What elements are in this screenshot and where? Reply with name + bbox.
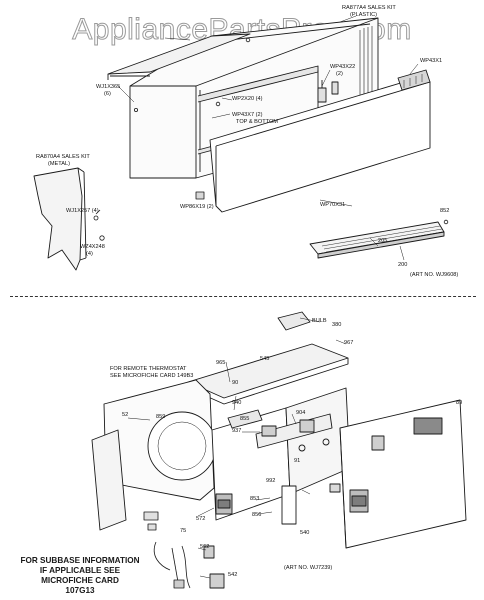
label-wp43x22-qty: (2) — [336, 71, 343, 77]
upper-leader-lines — [117, 15, 419, 261]
label-wp43x1: WP43X1 — [420, 58, 443, 64]
screws — [93, 37, 449, 241]
label-art-no-upper: (ART NO. WJ9608) — [410, 272, 459, 278]
subbase-note-line-4: 107G13 — [65, 586, 95, 595]
label-wp70x31: WP70X31 — [320, 202, 346, 208]
label-wp86x19: WP86X19 (2) — [180, 204, 214, 210]
metal-side-panel — [33, 167, 87, 271]
label-wp43x7: WP43X7 (2) — [232, 112, 263, 118]
label-wj1x365-qty: (6) — [104, 91, 111, 97]
label-904: 904 — [296, 410, 306, 416]
label-545: 545 — [260, 356, 270, 362]
label-856: 856 — [252, 512, 262, 518]
label-855: 855 — [240, 416, 250, 422]
section-divider — [10, 296, 476, 297]
label-art-no-lower: (ART NO. WJ7239) — [284, 565, 333, 571]
label-wp43x22: WP43X22 — [330, 64, 356, 70]
label-75: 75 — [180, 528, 187, 534]
label-wj1x257: WJ1X257 (4) — [66, 208, 99, 214]
label-562: 562 — [200, 544, 210, 550]
label-wj1x365: WJ1X365 — [96, 84, 121, 90]
label-205: 205 — [378, 238, 388, 244]
subbase-note: FOR SUBBASE INFORMATION IF APPLICABLE SE… — [4, 556, 156, 596]
label-380: 380 — [332, 322, 342, 328]
lower-leader-lines — [127, 317, 347, 579]
label-853: 853 — [250, 496, 260, 502]
subbase-note-line-1: FOR SUBBASE INFORMATION — [20, 556, 140, 565]
subbase-note-line-3: MICROFICHE CARD — [41, 576, 119, 585]
label-wp2x20: WP2X20 (4) — [232, 96, 263, 102]
label-wz4x248-qty: (4) — [86, 251, 93, 257]
label-940: 940 — [232, 400, 242, 406]
filter-tray — [309, 221, 445, 259]
chassis-frame — [91, 379, 467, 549]
front-panel — [209, 69, 431, 213]
label-90: 90 — [232, 380, 239, 386]
label-540: 540 — [300, 530, 310, 536]
label-992: 992 — [266, 478, 276, 484]
label-91: 91 — [294, 458, 301, 464]
label-859: 859 — [156, 414, 166, 420]
label-remote-line-1: FOR REMOTE THERMOSTAT — [110, 366, 187, 372]
label-852: 852 — [440, 208, 450, 214]
label-plastic: (PLASTIC) — [350, 12, 378, 18]
label-542: 542 — [228, 572, 238, 578]
label-200: 200 — [398, 262, 408, 268]
label-remote-line-2: SEE MICROFICHE CARD 149B3 — [110, 373, 194, 379]
label-937: 937 — [232, 428, 242, 434]
subbase-note-line-2: IF APPLICABLE SEE — [39, 566, 121, 575]
components — [203, 417, 443, 589]
label-bulb: BULB — [312, 318, 327, 324]
label-metal: (METAL) — [48, 161, 70, 167]
label-wz4x248: WZ4X248 — [80, 244, 105, 250]
label-ra877a4: RA877A4 SALES KIT — [342, 5, 396, 11]
plastic-top-panel — [107, 33, 251, 80]
power-cord — [143, 511, 191, 589]
label-572: 572 — [196, 516, 206, 522]
label-52: 52 — [122, 412, 129, 418]
label-965: 965 — [216, 360, 226, 366]
bracket-clips — [317, 80, 339, 103]
label-89: 89 — [456, 400, 463, 406]
label-ra870a4: RA870A4 SALES KIT — [36, 154, 90, 160]
label-top-bottom: TOP & BOTTOM — [236, 119, 278, 125]
label-967: 967 — [344, 340, 354, 346]
